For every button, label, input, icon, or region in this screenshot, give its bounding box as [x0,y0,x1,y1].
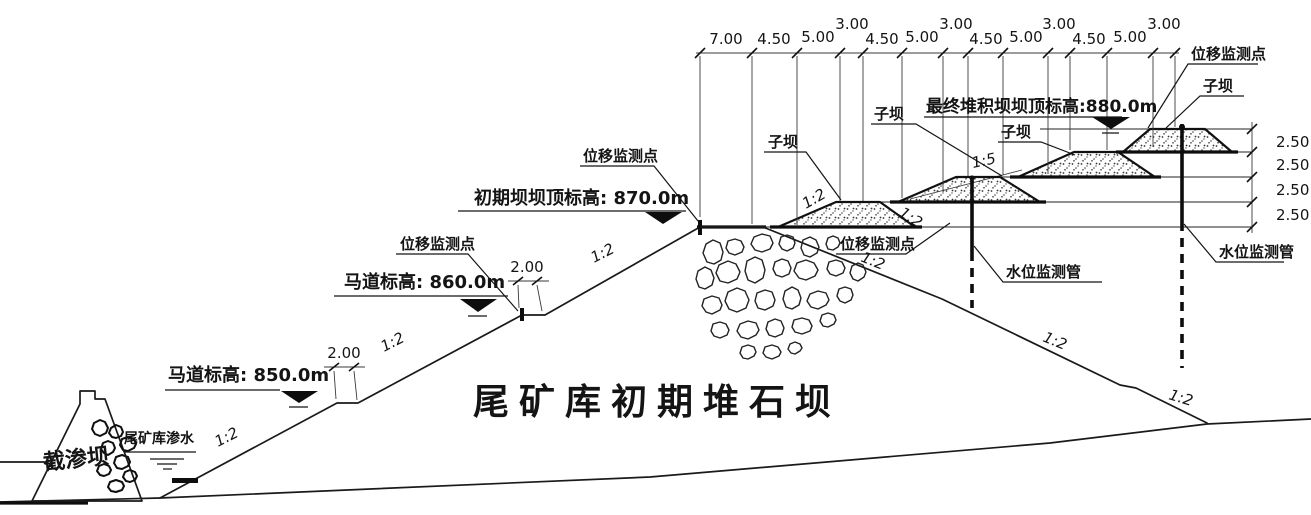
dim-2-50: 2.50 [1276,206,1309,224]
toe-drain-bar [172,478,198,483]
label-cutoff-dam: 截渗坝 [42,443,110,476]
label-water-level-pipe: 水位监测管 [1219,243,1294,261]
dim-3-00: 3.00 [1042,15,1075,33]
sub-dam-3 [1016,150,1157,179]
sub-dam-callouts: 子坝 子坝 子坝 子坝 [764,77,1244,201]
slope-1-2: 1:2 [212,424,242,451]
berm-dim-860: 2.00 [508,258,549,312]
right-dimension-chain: 2.50 2.50 2.50 2.50 [1246,122,1309,233]
top-dimension-chain: 7.00 4.50 5.00 3.00 4.50 5.00 3.00 4.50 … [694,15,1181,225]
dim-3-00: 3.00 [939,15,972,33]
label-displacement-point: 位移监测点 [840,235,915,253]
label-displacement-point: 位移监测点 [400,235,475,253]
label-sub-dam: 子坝 [768,133,798,151]
displacement-point-callouts: 位移监测点 位移监测点 位移监测点 位移监测点 [396,45,1266,312]
sub-dam-4 [1121,127,1234,154]
pipe-2-top-marker [1179,124,1185,130]
berm-dim-850: 2.00 [324,344,365,401]
dim-3-00: 3.00 [1147,15,1180,33]
sub-dams [770,127,1238,229]
label-displacement-point: 位移监测点 [1191,45,1266,63]
water-level-marker-880 [1092,117,1130,129]
label-berm-850: 马道标高: 850.0m [168,364,329,386]
dim-berm-width: 2.00 [510,258,543,276]
cutoff-dam-rockfill [91,419,138,493]
seepage-water: 尾矿库渗水 [124,430,198,483]
elevation-callouts: 最终堆积坝坝顶标高:880.0m 初期坝坝顶标高: 870.0m 马道标高: 8… [165,96,1157,391]
sub-dam-1 [776,200,917,229]
top-dimension-labels: 7.00 4.50 5.00 3.00 4.50 5.00 3.00 4.50 … [709,15,1180,48]
diagram-title: 尾矿库初期堆石坝 [473,382,841,423]
water-level-marker-850 [281,391,318,403]
dim-4-50: 4.50 [865,30,898,48]
dim-2-50: 2.50 [1276,156,1309,174]
label-final-crest-elevation: 最终堆积坝坝顶标高:880.0m [926,96,1157,117]
dim-4-50: 4.50 [757,30,790,48]
slope-1-2: 1:2 [1041,328,1070,354]
slope-1-2: 1:2 [1167,386,1195,410]
label-sub-dam: 子坝 [874,105,904,123]
ground-lines [0,418,1311,505]
water-level-marker-870 [645,212,682,224]
water-level-symbols [281,117,1130,408]
sub-dam-2 [896,175,1042,204]
dim-7-00: 7.00 [709,30,742,48]
slope-1-2: 1:2 [588,240,618,267]
label-seepage-water: 尾矿库渗水 [124,430,195,447]
water-level-marker-860 [460,299,497,312]
dim-4-50: 4.50 [969,30,1002,48]
dim-3-00: 3.00 [835,15,868,33]
label-sub-dam: 子坝 [1203,77,1233,95]
rock-cluster [695,233,867,360]
dim-5-00: 5.00 [801,28,834,46]
slope-1-2: 1:2 [378,329,408,356]
label-displacement-point: 位移监测点 [583,147,658,165]
water-pipe-callouts: 水位监测管 水位监测管 [973,223,1294,283]
label-water-level-pipe: 水位监测管 [1006,263,1081,281]
label-sub-dam: 子坝 [1001,123,1031,141]
dimension-extension-lines [699,56,1176,225]
dim-5-00: 5.00 [1009,28,1042,46]
dimension-ticks [694,47,1181,59]
water-level-pipes [969,124,1185,368]
dim-5-00: 5.00 [905,28,938,46]
label-berm-860: 马道标高: 860.0m [344,271,505,293]
dim-4-50: 4.50 [1072,30,1105,48]
pipe-1-top-marker [969,175,975,181]
dim-2-50: 2.50 [1276,181,1309,199]
dim-5-00: 5.00 [1113,28,1146,46]
slope-1-5: 1:5 [970,149,997,172]
dim-berm-width: 2.00 [327,344,360,362]
dim-2-50: 2.50 [1276,133,1309,151]
main-dam-profile [159,220,1208,499]
label-initial-crest-elevation: 初期坝坝顶标高: 870.0m [474,187,689,209]
